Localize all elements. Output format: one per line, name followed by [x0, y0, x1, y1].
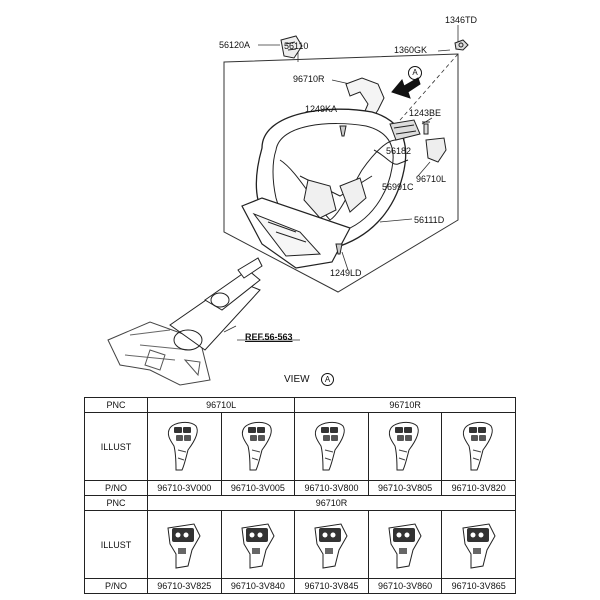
switch-illustration-icon	[315, 421, 346, 470]
part-number: 96710-3V800	[294, 480, 369, 496]
switch-illustration-icon	[462, 421, 493, 470]
steering-wheel-exploded-diagram	[107, 25, 469, 386]
switch-illustration-icon	[314, 523, 348, 568]
callout-56120a: 56120A	[219, 40, 251, 50]
bolt-1243be-part	[422, 121, 430, 135]
view-heading: VIEW	[284, 374, 310, 385]
part-number: 96710-3V005	[220, 480, 296, 496]
steering-column	[107, 257, 263, 386]
illust-cell	[367, 510, 443, 579]
pnc-group: 96710R	[294, 397, 516, 413]
switch-illustration-icon	[241, 523, 275, 568]
part-number: 96710-3V840	[220, 578, 296, 594]
switch-illustration-icon	[462, 523, 496, 568]
illust-cell	[294, 412, 369, 481]
pnc-row: PNC 96710L 96710R	[84, 397, 516, 413]
view-a-callout-marker: A	[408, 66, 422, 80]
illust-cell	[147, 510, 222, 579]
view-arrow	[391, 77, 421, 99]
pnc-label: PNC	[84, 397, 148, 413]
illust-cell	[220, 412, 296, 481]
view-marker: A	[321, 373, 334, 386]
illust-cell	[441, 412, 516, 481]
pnc-group: 96710R	[147, 495, 516, 511]
part-number: 96710-3V825	[147, 578, 222, 594]
pnc-row: PNC 96710R	[84, 495, 516, 511]
pnc-label: PNC	[84, 495, 148, 511]
callout-96710l: 96710L	[416, 174, 447, 184]
screw-parts	[335, 125, 347, 255]
pnc-group: 96710L	[146, 397, 296, 413]
ref-link[interactable]: REF.56-563	[245, 332, 293, 342]
part-number: 96710-3V860	[367, 578, 443, 594]
switch-illustration-icon	[388, 421, 419, 470]
illust-cell	[367, 412, 443, 481]
part-number: 96710-3V845	[294, 578, 369, 594]
callout-56110: 56110	[284, 41, 309, 51]
pno-label: P/NO	[84, 480, 148, 496]
switch-illustration-icon	[388, 523, 422, 568]
assembly-outline	[223, 53, 459, 293]
callout-1346td: 1346TD	[445, 15, 478, 25]
callout-1243be: 1243BE	[409, 108, 442, 118]
pno-row: P/NO 96710-3V825 96710-3V840 96710-3V845…	[84, 578, 516, 594]
callout-56182: 56182	[386, 146, 412, 156]
nut-part	[454, 39, 469, 51]
callout-1249ld: 1249LD	[330, 268, 362, 278]
illust-label: ILLUST	[84, 412, 148, 481]
pno-row: P/NO 96710-3V000 96710-3V005 96710-3V800…	[84, 480, 516, 496]
illust-cell	[294, 510, 369, 579]
part-number: 96710-3V000	[147, 480, 222, 496]
left-switch-part	[425, 137, 447, 163]
pno-label: P/NO	[84, 578, 148, 594]
parts-table: PNC 96710L 96710R ILLUST P/NO 96710-3V00…	[84, 397, 516, 594]
switch-illustration-icon	[168, 421, 199, 470]
illust-cell	[441, 510, 516, 579]
illust-label: ILLUST	[84, 510, 148, 579]
illust-row: ILLUST	[84, 412, 516, 481]
wire-harness-part	[373, 149, 409, 165]
illust-cell	[147, 412, 222, 481]
callout-1249ka: 1249KA	[305, 104, 338, 114]
switch-illustration-icon	[167, 523, 201, 568]
illust-row: ILLUST	[84, 510, 516, 579]
callout-56111d: 56111D	[414, 215, 445, 225]
illust-cell	[220, 510, 296, 579]
callout-56991c: 56991C	[382, 182, 414, 192]
callout-96710r: 96710R	[293, 74, 325, 84]
lower-cover-part	[241, 197, 351, 269]
switch-illustration-icon	[241, 421, 272, 470]
clock-spring-part	[389, 119, 421, 141]
part-number: 96710-3V805	[367, 480, 443, 496]
part-number: 96710-3V820	[441, 480, 516, 496]
part-number: 96710-3V865	[441, 578, 516, 594]
horn-cover-part	[280, 35, 303, 59]
callout-1360gk: 1360GK	[394, 45, 428, 55]
